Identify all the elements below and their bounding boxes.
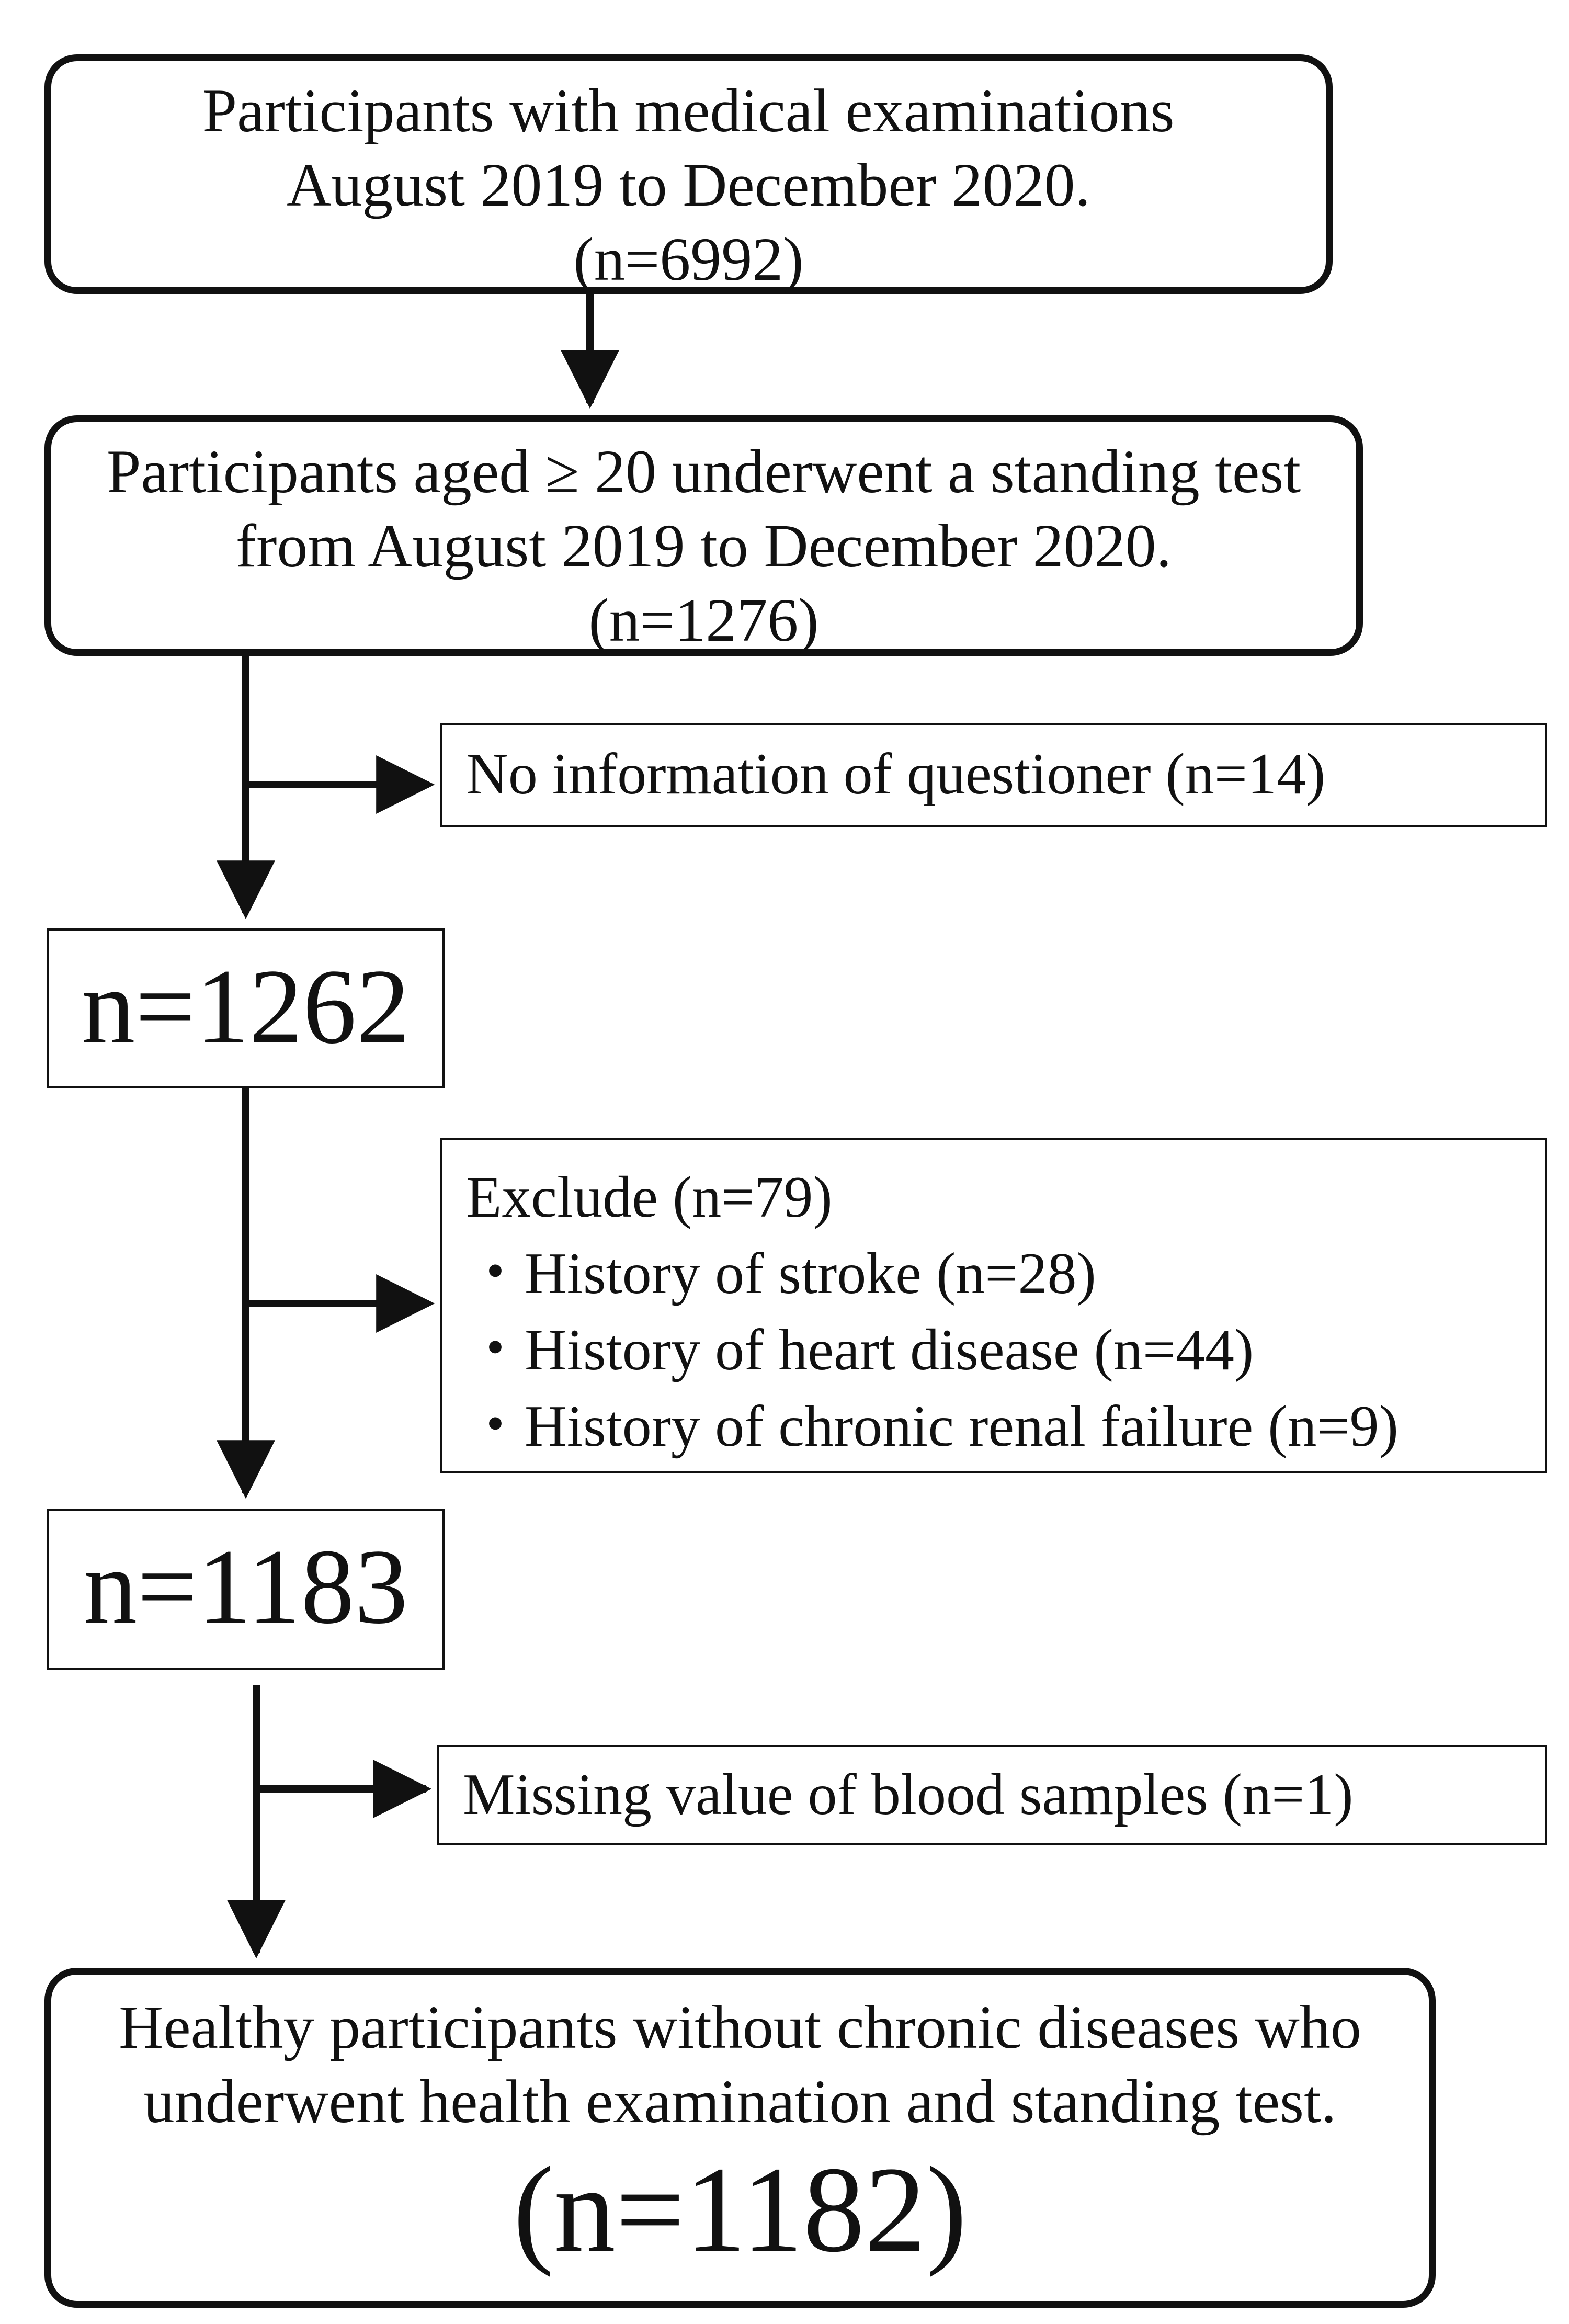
box-standing-test-count: (n=1276) [588, 586, 819, 654]
count-n1183-box: n=1183 [47, 1509, 445, 1670]
box-medical-examinations: Participants with medical examinations A… [44, 54, 1333, 294]
exclusion-questioner-text: No information of questioner (n=14) [466, 742, 1326, 807]
exclusion-history-renal-failure: ・History of chronic renal failure (n=9) [466, 1394, 1399, 1459]
exclusion-history-box: Exclude (n=79) ・History of stroke (n=28)… [440, 1138, 1547, 1473]
box-final-participants-count: (n=1182) [513, 2141, 967, 2277]
box-final-participants-line-1: Healthy participants without chronic dis… [119, 1993, 1361, 2061]
box-final-participants: Healthy participants without chronic dis… [44, 1968, 1436, 2308]
count-n1183-text: n=1183 [83, 1527, 408, 1646]
exclusion-history-stroke: ・History of stroke (n=28) [466, 1241, 1096, 1306]
box-medical-examinations-line-2: August 2019 to December 2020. [287, 151, 1090, 219]
box-standing-test: Participants aged ≥ 20 underwent a stand… [44, 415, 1363, 656]
exclusion-questioner-box: No information of questioner (n=14) [440, 723, 1547, 827]
box-standing-test-line-2: from August 2019 to December 2020. [235, 512, 1172, 580]
exclusion-blood-text: Missing value of blood samples (n=1) [463, 1762, 1354, 1827]
exclusion-history-heart-disease: ・History of heart disease (n=44) [466, 1318, 1254, 1382]
exclusion-history-heading: Exclude (n=79) [466, 1165, 833, 1230]
count-n1262-box: n=1262 [47, 928, 445, 1088]
box-final-participants-line-2: underwent health examination and standin… [143, 2067, 1337, 2136]
box-medical-examinations-count: (n=6992) [573, 225, 804, 293]
box-standing-test-line-1: Participants aged ≥ 20 underwent a stand… [106, 437, 1301, 506]
exclusion-blood-box: Missing value of blood samples (n=1) [437, 1745, 1547, 1845]
count-n1262-text: n=1262 [81, 947, 411, 1066]
box-medical-examinations-line-1: Participants with medical examinations [202, 76, 1175, 145]
